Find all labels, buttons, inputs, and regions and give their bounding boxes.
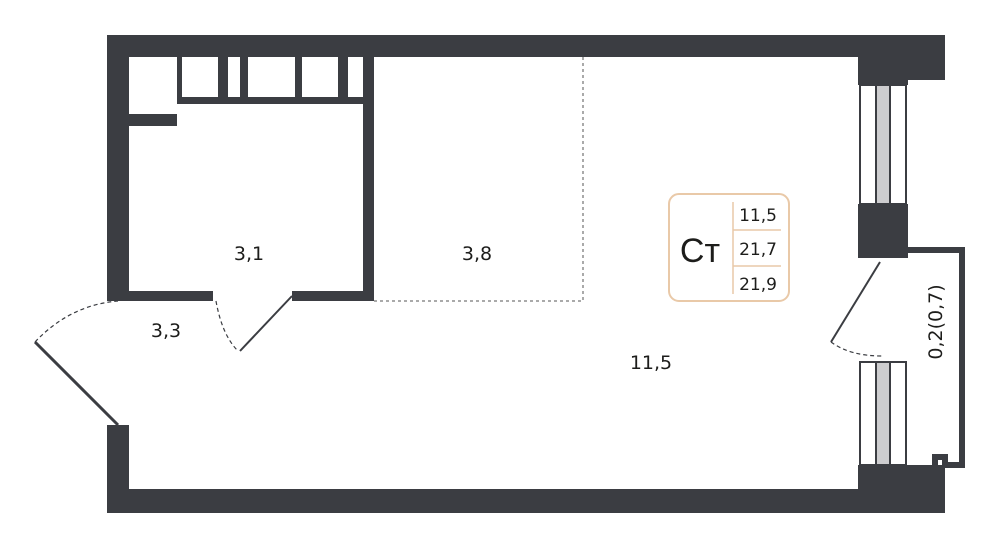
window-upper: [859, 84, 907, 205]
wall-bath-top: [129, 114, 177, 126]
balcony-outline: [908, 247, 965, 468]
area-badge: Ст 11,5 21,7 21,9: [668, 193, 790, 302]
cabinet-post-4: [295, 57, 302, 104]
cabinet-post-2: [218, 57, 228, 104]
wall-bottom: [107, 489, 945, 513]
door-entrance: [33, 300, 120, 427]
cabinet-post-3: [240, 57, 248, 104]
door-balcony: [830, 261, 883, 357]
badge-total-area: 21,7: [739, 240, 777, 260]
badge-total-with-balcony: 21,9: [739, 275, 777, 295]
wall-bath-bottom-right: [292, 291, 374, 301]
walls: [107, 35, 945, 513]
wall-left: [107, 35, 129, 301]
room-area-bathroom: 3,1: [234, 243, 264, 265]
room-area-kitchen: 3,8: [462, 243, 492, 265]
room-area-living: 11,5: [630, 352, 672, 374]
badge-living-area: 11,5: [739, 206, 777, 226]
wall-right-pier: [858, 204, 908, 258]
room-area-balcony: 0,2(0,7): [925, 284, 947, 359]
wall-top: [107, 35, 945, 57]
wall-bath-right: [363, 57, 374, 301]
badge-frame: [668, 193, 790, 302]
cabinet-top: [177, 97, 363, 104]
cabinet-post-1: [177, 57, 182, 104]
wall-left-lower: [107, 425, 129, 513]
room-area-hall: 3,3: [151, 320, 181, 342]
wall-bath-bottom-left: [129, 291, 213, 301]
window-lower: [859, 361, 907, 466]
wall-right-upper-pier: [858, 35, 908, 85]
cabinet-post-5: [338, 57, 348, 104]
badge-apartment-type: Ст: [680, 232, 720, 270]
door-bathroom: [215, 295, 293, 352]
